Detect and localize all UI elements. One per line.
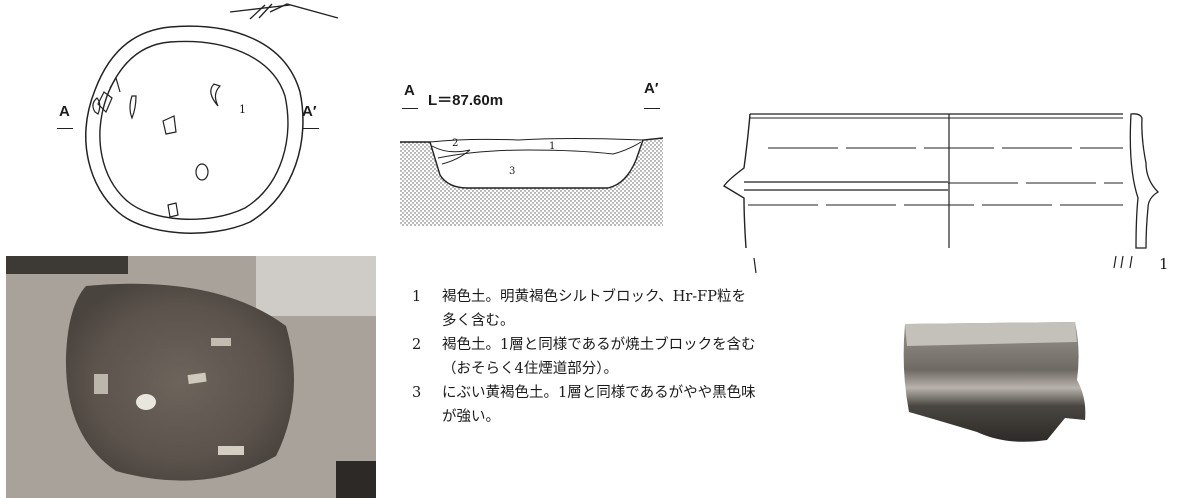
section-label-a: A: [404, 82, 415, 99]
layer-description-1: 1 褐色土。明黄褐色シルトブロック、Hr-FP粒を 多く含む。: [412, 285, 882, 333]
plan-label-a-prime-rule: [303, 128, 319, 129]
plan-label-a: A: [59, 103, 70, 120]
section-layer-2-boundary: [431, 145, 471, 165]
vessel-exterior-profile: [723, 113, 751, 249]
plan-label-a-prime: A′: [302, 103, 317, 120]
layer-text-line: 多く含む。: [442, 313, 515, 329]
section-label-a-prime-rule: [644, 108, 660, 109]
pit-outer-outline: [85, 25, 304, 234]
vessel-drawing: 1: [718, 108, 1173, 288]
layer-description-2: 2 褐色土。1層と同様であるが焼土ブロックを含む （おそらく4住煙道部分）。: [412, 333, 882, 381]
pit-inner-outline: [99, 40, 289, 221]
layer-descriptions: 1 褐色土。明黄褐色シルトブロック、Hr-FP粒を 多く含む。 2 褐色土。1層…: [412, 285, 882, 429]
plan-feature-number: 1: [239, 103, 246, 116]
layer-number: 3: [412, 385, 422, 401]
plan-label-a-rule: [57, 128, 73, 129]
layer-text-line: （おそらく4住煙道部分）。: [442, 361, 618, 377]
vessel-cross-section: [1129, 113, 1160, 249]
layer-text-line: が強い。: [442, 409, 500, 425]
layer-number: 1: [412, 289, 422, 305]
section-label-a-rule: [402, 108, 418, 109]
vessel-number: 1: [1159, 255, 1169, 273]
section-layer-mark-3: 3: [509, 166, 516, 177]
section-drawing: A L＝87.60m A′ 2 1 3: [398, 80, 678, 230]
section-surface: [429, 138, 644, 143]
section-layer-mark-1: 1: [549, 141, 556, 152]
north-arrow-icon: [229, 3, 339, 20]
section-label-a-prime: A′: [644, 80, 659, 97]
layer-text-line: にぶい黄褐色土。1層と同様であるがやや黒色味: [442, 385, 756, 401]
layer-number: 2: [412, 337, 422, 353]
pit-plan-drawing: A A′ 1: [50, 0, 340, 245]
sherd-photo: [897, 320, 1097, 450]
layer-text-line: 褐色土。1層と同様であるが焼土ブロックを含む: [442, 337, 756, 353]
section-pit-profile: [400, 137, 664, 189]
section-soil-hatch: [400, 138, 663, 226]
layer-text-line: 褐色土。明黄褐色シルトブロック、Hr-FP粒を: [442, 289, 746, 305]
section-layer-mark-2: 2: [452, 138, 459, 149]
section-layer-1-boundary: [437, 141, 642, 159]
excavation-photo: [6, 256, 376, 498]
section-elevation: L＝87.60m: [428, 92, 504, 109]
floor-artifacts: [92, 76, 222, 218]
layer-description-3: 3 にぶい黄褐色土。1層と同様であるがやや黒色味 が強い。: [412, 381, 882, 429]
